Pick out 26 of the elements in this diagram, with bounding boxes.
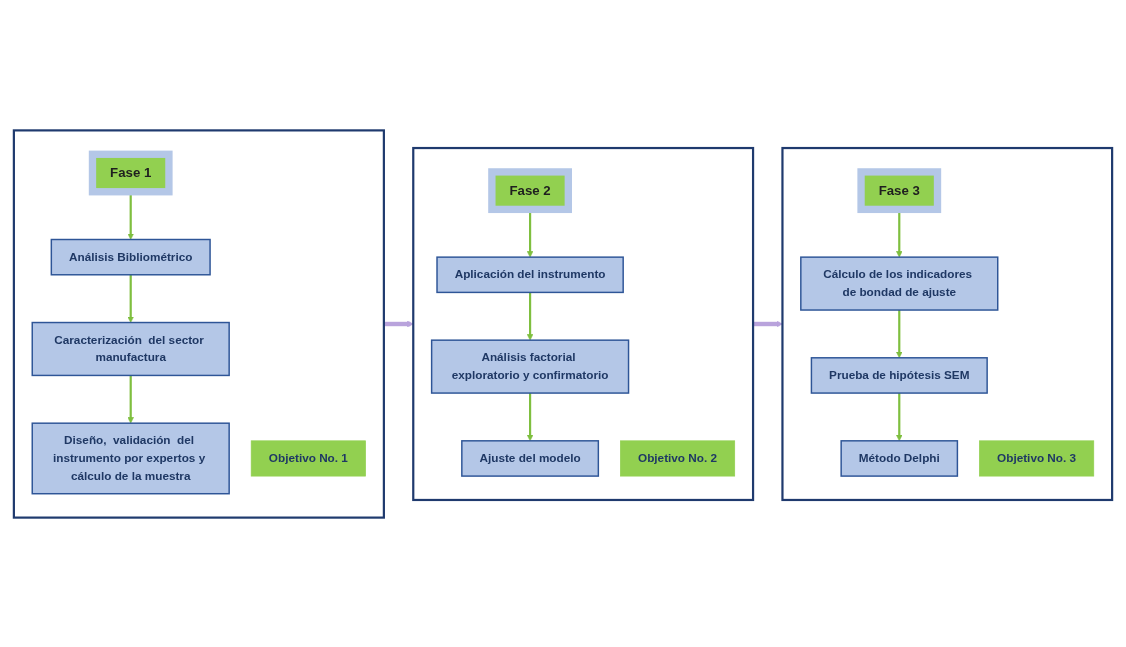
node-box: Análisis Bibliométrico [50, 238, 211, 275]
node-box: Ajuste del modelo [461, 439, 600, 477]
node-box: Prueba de hipótesis SEM [810, 356, 988, 394]
node-box: Objetivo No. 1 [250, 439, 366, 476]
node-box: Caracterización del sector manufactura [31, 321, 230, 376]
node-box: Aplicación del instrumento [436, 255, 624, 293]
arrow [896, 392, 903, 441]
cluster [781, 146, 1114, 501]
arrow [753, 320, 783, 327]
node-box: Método Delphi [840, 439, 959, 477]
arrow [896, 309, 903, 358]
arrow [127, 374, 134, 423]
arrow [127, 274, 134, 323]
node-box: Fase 1 [88, 150, 173, 195]
node-box: Análisis factorial exploratorio y confirmatorio [430, 338, 630, 394]
arrow [383, 320, 414, 327]
node-box: Objetivo No. 2 [620, 439, 736, 476]
node-box: Objetivo No. 3 [979, 439, 1095, 476]
node-box: Cálculo de los indicadores de bondad de ajuste [800, 255, 999, 311]
node-box: Fase 3 [857, 167, 942, 213]
cluster [12, 128, 385, 519]
arrow [526, 291, 534, 340]
node-box: Fase 2 [488, 167, 572, 213]
node-box: Diseño, validación del instrumento por expertos y cálculo de la muestra [31, 421, 230, 494]
cluster [412, 146, 755, 501]
arrow [526, 392, 534, 441]
